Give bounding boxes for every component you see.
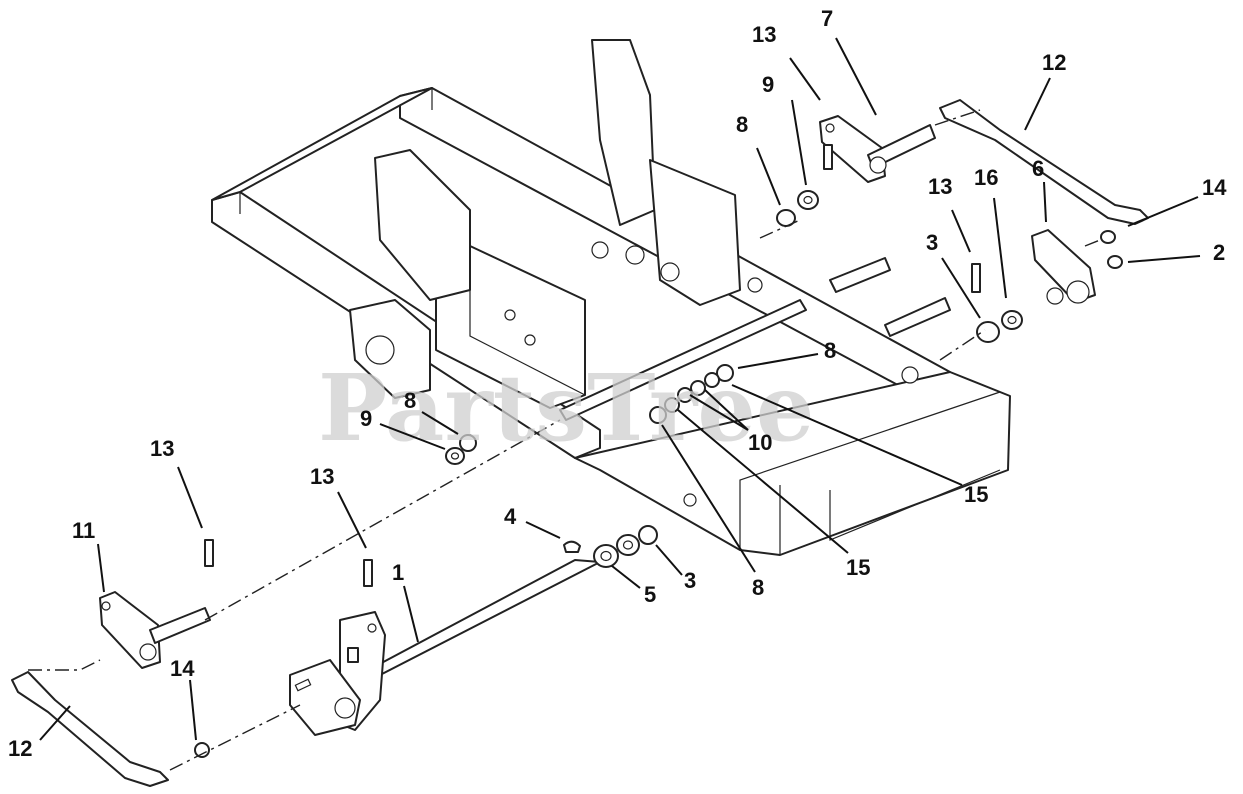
callout-8: 8 bbox=[752, 575, 764, 600]
watermark-text: PartsTree bbox=[318, 354, 814, 462]
pin-13-left bbox=[204, 539, 214, 567]
callout-14: 14 bbox=[1202, 175, 1227, 200]
lift-arm-7 bbox=[819, 115, 936, 183]
leader-lines bbox=[39, 37, 1201, 741]
callouts: 13 7 12 9 8 6 13 16 14 3 2 8 8 9 10 15 1… bbox=[8, 6, 1227, 761]
washer-16 bbox=[1001, 310, 1023, 330]
callout-3: 3 bbox=[684, 568, 696, 593]
bushing-3-right bbox=[976, 321, 1000, 343]
clip-2 bbox=[1107, 255, 1123, 269]
bushing-3-left bbox=[638, 525, 658, 545]
callout-8: 8 bbox=[736, 112, 748, 137]
washer-5 bbox=[593, 534, 640, 568]
callout-3: 3 bbox=[926, 230, 938, 255]
lift-arm-6 bbox=[1031, 229, 1096, 305]
callout-4: 4 bbox=[504, 504, 517, 529]
assembly-centerlines bbox=[28, 109, 1101, 771]
callout-8: 8 bbox=[404, 388, 416, 413]
callout-7: 7 bbox=[821, 6, 833, 31]
callout-5: 5 bbox=[644, 582, 656, 607]
washer-9-upper bbox=[797, 190, 819, 210]
callout-10: 10 bbox=[748, 430, 772, 455]
callout-13: 13 bbox=[150, 436, 174, 461]
callout-16: 16 bbox=[974, 165, 998, 190]
bushings-center bbox=[445, 364, 734, 465]
lift-link-12-lower bbox=[11, 671, 169, 787]
callout-8: 8 bbox=[824, 338, 836, 363]
lift-arm-11 bbox=[99, 591, 211, 669]
lift-shaft-1 bbox=[289, 559, 601, 736]
key-4 bbox=[563, 540, 581, 553]
frame-assembly bbox=[211, 39, 1011, 556]
callout-15: 15 bbox=[964, 482, 988, 507]
callout-9: 9 bbox=[360, 406, 372, 431]
callout-12: 12 bbox=[8, 736, 32, 761]
callout-9: 9 bbox=[762, 72, 774, 97]
callout-2: 2 bbox=[1213, 240, 1225, 265]
callout-14: 14 bbox=[170, 656, 195, 681]
callout-11: 11 bbox=[72, 518, 95, 543]
pin-13-right bbox=[971, 263, 981, 293]
callout-13: 13 bbox=[752, 22, 776, 47]
pin-13-center bbox=[363, 559, 373, 587]
callout-12: 12 bbox=[1042, 50, 1066, 75]
washer-14-right bbox=[1100, 230, 1116, 244]
callout-13: 13 bbox=[928, 174, 952, 199]
pin-13-upper bbox=[823, 144, 833, 170]
callout-15: 15 bbox=[846, 555, 870, 580]
callout-6: 6 bbox=[1032, 156, 1044, 181]
washer-14-lower bbox=[194, 742, 210, 758]
callout-13: 13 bbox=[310, 464, 334, 489]
callout-1: 1 bbox=[392, 560, 404, 585]
